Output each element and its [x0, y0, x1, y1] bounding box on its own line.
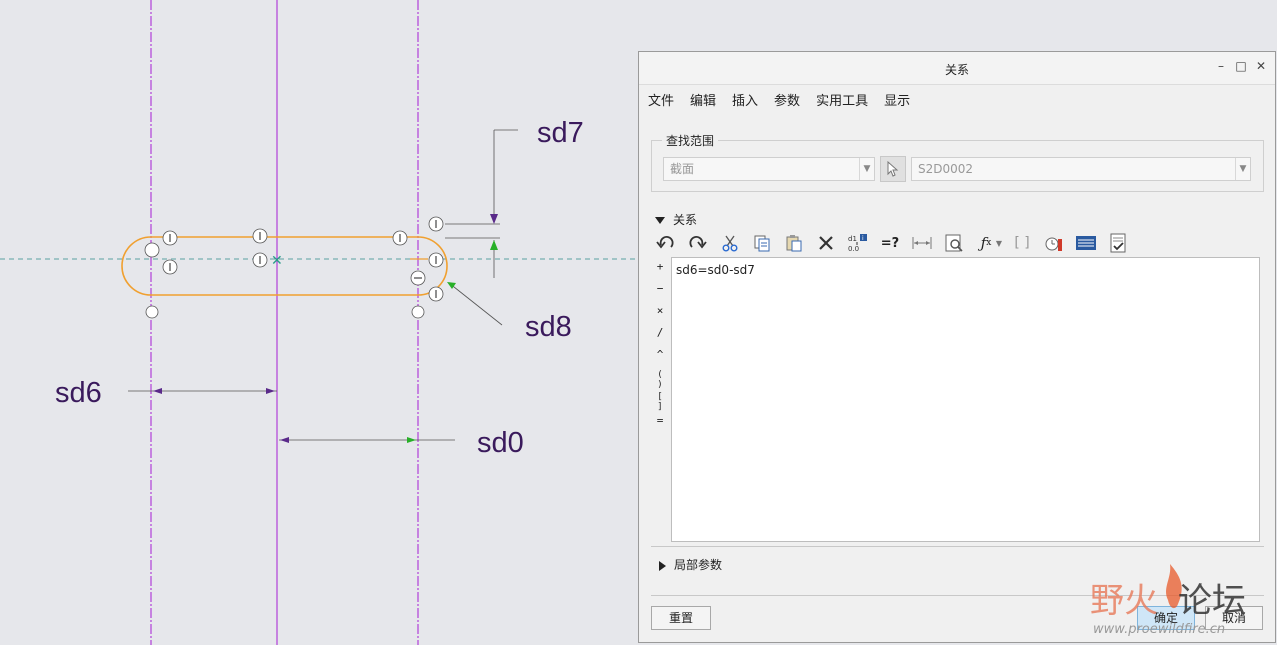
search-scope-group: 查找范围 — [651, 132, 1264, 192]
cancel-button[interactable]: 取消 — [1205, 606, 1263, 630]
dialog-title: 关系 — [944, 63, 969, 77]
maximize-icon[interactable]: □ — [1235, 59, 1247, 73]
watermark-text-logo: 野火 — [1090, 581, 1158, 621]
copy-icon[interactable] — [749, 232, 775, 254]
ok-button[interactable]: 确定 — [1137, 606, 1195, 630]
slot-outline[interactable] — [121, 236, 448, 296]
operator-plus[interactable]: + — [656, 260, 664, 273]
operator-power[interactable]: ^ — [656, 348, 664, 361]
object-select-value: S2D0002 — [918, 162, 974, 176]
search-scope-label: 查找范围 — [666, 134, 715, 148]
brackets-icon[interactable]: [ ] — [1014, 235, 1030, 251]
paste-icon[interactable] — [781, 232, 807, 254]
dimension-sd8[interactable]: sd8 — [525, 311, 572, 343]
menu-insert[interactable]: 插入 — [732, 94, 759, 109]
insert-from-file-icon[interactable] — [941, 232, 967, 254]
relation-line: sd6=sd0-sd7 — [676, 263, 755, 277]
relations-dialog: 关系 – □ ✕ 文件 编辑 插入 参数 实用工具 显示 查找范围 截面 ▼ S… — [638, 51, 1276, 643]
dimension-sd6[interactable]: sd6 — [55, 377, 102, 409]
object-select[interactable]: S2D0002 ▼ — [911, 157, 1251, 181]
dimension-sd7[interactable]: sd7 — [537, 117, 584, 149]
function-dropdown-icon[interactable]: ▼ — [995, 238, 1003, 248]
watermark-url: www.proewildfire.cn — [1093, 622, 1225, 637]
close-icon[interactable]: ✕ — [1255, 59, 1267, 73]
operator-parentheses[interactable]: ( ) — [657, 370, 663, 390]
scope-select-value: 截面 — [670, 162, 695, 176]
dimension-sd0[interactable]: sd0 — [477, 427, 524, 459]
constraint-icons[interactable] — [144, 216, 444, 319]
svg-text:0.0: 0.0 — [848, 245, 859, 253]
menu-utilities[interactable]: 实用工具 — [816, 94, 869, 109]
menu-display[interactable]: 显示 — [884, 94, 911, 109]
relations-section-label: 关系 — [673, 213, 698, 227]
cut-icon[interactable] — [717, 232, 743, 254]
menu-edit[interactable]: 编辑 — [690, 94, 717, 109]
collapse-triangle-icon — [655, 217, 665, 224]
undo-icon[interactable] — [653, 232, 679, 254]
operator-divide[interactable]: / — [656, 326, 664, 339]
parameter-icon[interactable] — [1041, 232, 1067, 254]
delete-icon[interactable] — [813, 232, 839, 254]
reset-button[interactable]: 重置 — [651, 606, 711, 630]
minimize-icon[interactable]: – — [1218, 59, 1224, 73]
flame-logo-icon — [1166, 564, 1182, 609]
dialog-titlebar[interactable]: 关系 – □ ✕ — [639, 52, 1275, 85]
local-params-section-header[interactable]: 局部参数 — [659, 556, 722, 573]
redo-icon[interactable] — [684, 232, 710, 254]
operator-minus[interactable]: − — [656, 282, 664, 295]
relations-section-header[interactable]: 关系 — [655, 211, 697, 228]
relations-editor[interactable]: sd6=sd0-sd7 — [671, 257, 1260, 542]
footer-divider — [651, 595, 1264, 596]
svg-text:d1: d1 — [848, 235, 857, 243]
expand-triangle-icon — [659, 560, 666, 571]
menu-file[interactable]: 文件 — [648, 94, 675, 109]
operator-equals[interactable]: = — [656, 414, 664, 427]
evaluate-icon[interactable]: =? — [880, 235, 900, 251]
chevron-down-icon: ▼ — [859, 158, 874, 180]
center-point-icon[interactable]: ✕ — [271, 253, 283, 269]
forum-watermark: 野火 论坛 www.proewildfire.cn — [1090, 560, 1275, 640]
sort-icon[interactable] — [1073, 232, 1099, 254]
local-params-label: 局部参数 — [674, 558, 723, 572]
verify-icon[interactable] — [1105, 232, 1131, 254]
svg-text:论坛: 论坛 — [1178, 581, 1246, 621]
cursor-icon — [887, 161, 899, 177]
menu-parameters[interactable]: 参数 — [774, 94, 801, 109]
show-dimension-icon[interactable] — [909, 232, 935, 254]
select-object-button[interactable] — [880, 156, 906, 182]
operator-multiply[interactable]: × — [656, 304, 664, 317]
scope-select[interactable]: 截面 ▼ — [663, 157, 875, 181]
section-divider — [651, 546, 1264, 547]
svg-text:i: i — [862, 235, 864, 242]
menu-bar: 文件 编辑 插入 参数 实用工具 显示 — [648, 90, 910, 109]
chevron-down-icon: ▼ — [1235, 158, 1250, 180]
operator-brackets[interactable]: [ ] — [657, 392, 663, 412]
